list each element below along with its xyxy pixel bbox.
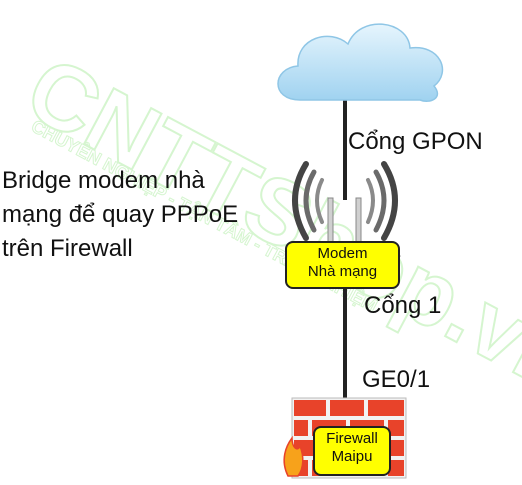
firewall-label: Firewall Maipu xyxy=(313,426,391,476)
ge-port-label: GE0/1 xyxy=(362,366,431,393)
modem-label: Modem Nhà mạng xyxy=(285,241,400,289)
cloud-icon xyxy=(277,23,444,102)
modem-label-line1: Modem xyxy=(317,245,368,262)
firewall-label-line2: Maipu xyxy=(331,448,373,465)
description-line-2: mạng để quay PPPoE xyxy=(2,201,239,228)
description-line-3: trên Firewall xyxy=(2,235,133,262)
firewall-label-line1: Firewall xyxy=(326,430,378,447)
description-line-1: Bridge modem nhà xyxy=(2,167,205,194)
modem-label-line2: Nhà mạng xyxy=(307,263,378,280)
gpon-port-label: Cổng GPON xyxy=(348,128,483,155)
port1-label: Cổng 1 xyxy=(364,292,442,319)
